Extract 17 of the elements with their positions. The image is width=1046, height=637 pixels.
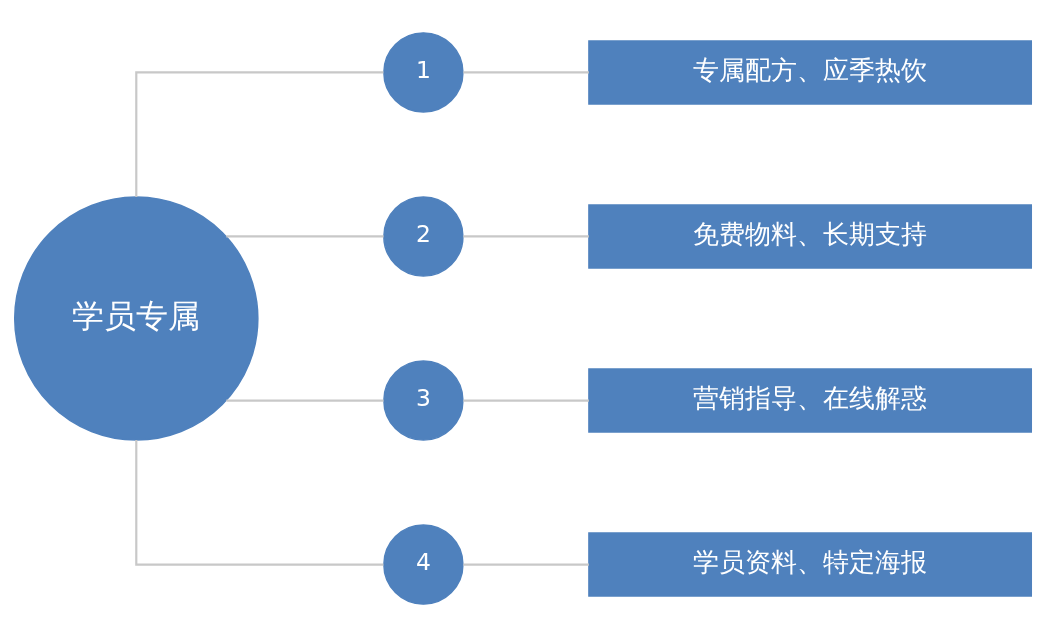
connector: [463, 399, 589, 402]
node-box: 营销指导、在线解惑: [588, 368, 1032, 433]
node-box: 免费物料、长期支持: [588, 204, 1032, 269]
connector: [463, 563, 589, 566]
node-circle: 1: [383, 32, 464, 113]
node-circle: 4: [383, 524, 464, 605]
connector: [463, 235, 589, 238]
node-circle: 学员专属: [14, 196, 259, 441]
connector: [226, 399, 384, 402]
node-circle: 2: [383, 196, 464, 277]
node-circle: 3: [383, 360, 464, 441]
node-box: 专属配方、应季热饮: [588, 40, 1032, 105]
connector: [135, 440, 384, 566]
node-box: 学员资料、特定海报: [588, 532, 1032, 597]
connector: [463, 71, 589, 74]
connector: [135, 71, 384, 197]
connector: [226, 235, 384, 238]
